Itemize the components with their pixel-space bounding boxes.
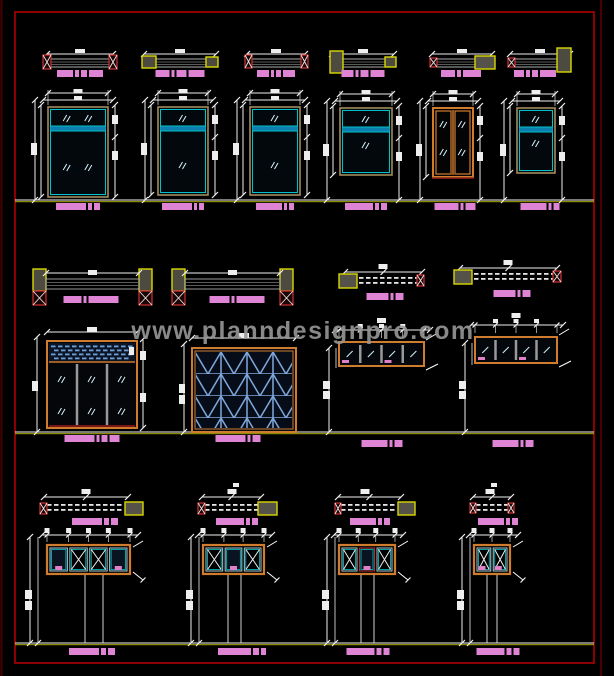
plan-label-blocks — [350, 518, 390, 525]
plan-label-blocks — [209, 296, 265, 303]
dims — [323, 318, 439, 436]
row1-window-4[interactable] — [323, 49, 403, 210]
row3-ventilator-3pane-b[interactable] — [322, 489, 416, 655]
window-6-elevation[interactable] — [516, 107, 556, 174]
ventilator-3pane-b-ground-label — [346, 648, 390, 655]
ventilator-3pane-a-dimensions — [186, 528, 280, 647]
strip-window-1-elevation[interactable] — [338, 341, 425, 367]
ventilator-2pane-ground-label — [476, 648, 520, 655]
plan-label-blocks — [341, 70, 385, 77]
window-4-ground-label — [345, 203, 387, 210]
ground-label — [361, 440, 403, 447]
window-3-elevation[interactable] — [249, 106, 301, 196]
window-6-plan-section[interactable] — [506, 47, 574, 77]
window-1-plan-section[interactable] — [42, 49, 118, 77]
ground-line-3 — [15, 642, 594, 646]
plan-label-blocks — [155, 70, 205, 77]
wide-3pane-window-elevation[interactable] — [46, 340, 138, 429]
row1-window-1[interactable] — [31, 49, 119, 210]
dims — [179, 333, 300, 436]
ventilator-2pane-dimensions — [457, 528, 526, 647]
window-3-ground-label — [256, 203, 294, 210]
plan-label-blocks — [514, 70, 556, 77]
window-6-ground-label — [520, 203, 560, 210]
ventilator-4pane-dimensions — [25, 528, 146, 647]
strip-window-1-plan-section[interactable] — [338, 264, 426, 300]
ventilator-3pane-a-elevation[interactable] — [201, 543, 266, 576]
ventilator-3pane-a-ground-label — [218, 648, 266, 655]
window-1-elevation[interactable] — [47, 106, 109, 198]
window-6-dimensions — [500, 90, 566, 204]
row1-window-6[interactable] — [500, 47, 574, 210]
ventilator-2pane-elevation[interactable] — [472, 543, 512, 576]
lattice-window-plan-section[interactable] — [171, 268, 294, 306]
ground-line-2 — [15, 431, 594, 435]
ground-label — [215, 435, 261, 442]
watermark: www.planndesignpro.com — [130, 317, 474, 345]
row1-window-5[interactable] — [416, 49, 496, 210]
window-5-ground-label — [434, 203, 476, 210]
plan-label-blocks — [63, 296, 119, 303]
ventilator-3pane-a-plan-section[interactable] — [197, 483, 278, 525]
window-2-ground-label — [162, 203, 204, 210]
row2-wide-3pane-window[interactable] — [32, 268, 153, 442]
window-4-plan-section[interactable] — [328, 49, 398, 77]
wide-3pane-window-plan-section[interactable] — [32, 268, 153, 306]
plan-label-blocks — [366, 293, 404, 300]
plan-label-blocks — [441, 70, 481, 77]
plan-label-blocks — [216, 518, 258, 525]
window-3-plan-section[interactable] — [243, 49, 309, 77]
plan-label-blocks — [257, 70, 295, 77]
ventilator-2pane-plan-section[interactable] — [469, 483, 518, 525]
strip-window-2-elevation[interactable] — [474, 336, 558, 364]
ventilator-3pane-b-elevation[interactable] — [337, 543, 397, 576]
window-1-ground-label — [56, 203, 100, 210]
window-2-plan-section[interactable] — [140, 49, 220, 77]
window-5-elevation[interactable] — [432, 107, 474, 179]
window-2-elevation[interactable] — [157, 106, 209, 196]
lattice-window-elevation[interactable] — [191, 347, 297, 433]
row1-window-3[interactable] — [233, 49, 311, 210]
strip-window-2-plan-section[interactable] — [453, 260, 562, 297]
ventilator-4pane-ground-label — [69, 648, 115, 655]
plan-label-blocks — [478, 518, 518, 525]
ventilator-4pane-elevation[interactable] — [45, 543, 132, 576]
watermark-text: www.planndesignpro.com — [130, 317, 474, 345]
row3-ventilator-3pane-a[interactable] — [186, 483, 280, 655]
row1-window-2[interactable] — [140, 49, 220, 210]
row2-strip-window-1[interactable] — [323, 264, 439, 447]
window-4-elevation[interactable] — [339, 107, 393, 176]
dims — [459, 313, 572, 436]
window-5-plan-section[interactable] — [428, 49, 496, 77]
window-1-dimensions — [31, 89, 119, 204]
ventilator-3pane-b-dimensions — [322, 528, 411, 647]
row3-ventilator-2pane[interactable] — [457, 483, 526, 655]
window-2-dimensions — [141, 89, 219, 204]
ground-label — [64, 435, 120, 442]
plan-label-blocks — [493, 290, 531, 297]
ventilator-3pane-b-plan-section[interactable] — [334, 489, 416, 525]
window-5-dimensions — [416, 90, 484, 204]
plan-label-blocks — [72, 518, 118, 525]
plan-label-blocks — [57, 70, 103, 77]
ground-label — [492, 440, 534, 447]
ventilator-4pane-plan-section[interactable] — [39, 489, 144, 525]
row3-ventilator-4pane[interactable] — [25, 489, 146, 655]
row2-strip-window-2[interactable] — [453, 260, 572, 447]
ground-line-1 — [15, 199, 594, 203]
dims — [32, 327, 147, 436]
window-3-dimensions — [233, 89, 311, 204]
window-4-dimensions — [323, 90, 403, 204]
row2-lattice-window[interactable] — [171, 268, 300, 442]
